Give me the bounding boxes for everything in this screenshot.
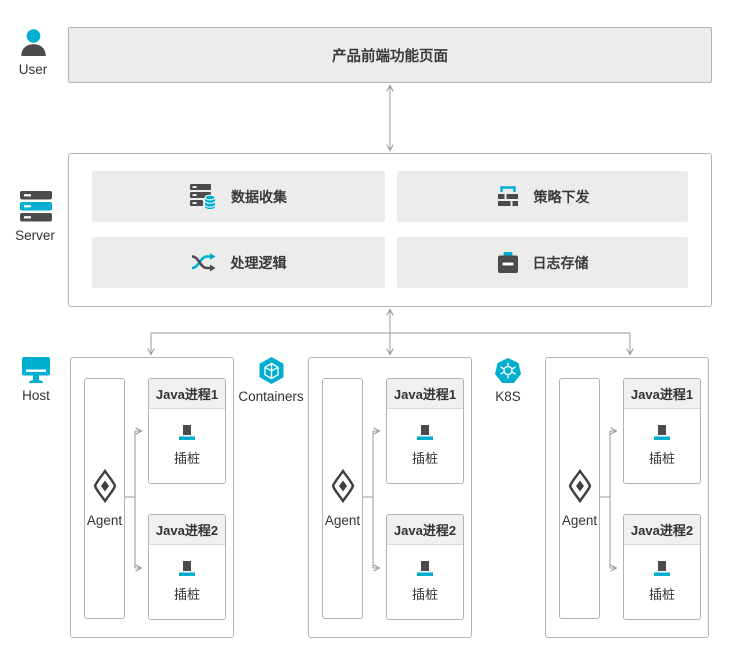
agent-diamond-icon	[330, 469, 356, 503]
module-log-storage: 日志存储	[397, 237, 688, 288]
module-label: 日志存储	[532, 254, 589, 271]
java-process-title: Java进程1	[387, 379, 463, 409]
java-process-title: Java进程2	[387, 515, 463, 545]
frontend-page-box: 产品前端功能页面	[68, 27, 712, 83]
instrumentation-plug-icon	[652, 561, 672, 577]
java-process-2-card: Java进程2 插桩	[386, 514, 464, 620]
java-process-title: Java进程2	[149, 515, 225, 545]
process-logic-icon	[191, 252, 217, 273]
agent-label: Agent	[324, 513, 361, 528]
instrumentation-label: 插桩	[648, 451, 675, 466]
instrumentation-plug-icon	[177, 561, 197, 577]
instrumentation-plug-icon	[652, 425, 672, 441]
server-icon	[20, 191, 52, 222]
java-process-2-card: Java进程2 插桩	[623, 514, 701, 620]
instrumentation-label: 插桩	[173, 451, 200, 466]
host-label: Host	[22, 388, 50, 403]
instrumentation-plug-icon	[415, 561, 435, 577]
containers-label: Containers	[238, 389, 304, 404]
data-collection-icon	[190, 183, 217, 210]
java-process-1-card: Java进程1 插桩	[623, 378, 701, 484]
policy-dispatch-icon	[496, 185, 520, 208]
k8s-label: K8S	[495, 389, 521, 404]
agent-process-connectors	[363, 427, 381, 572]
host-icon	[22, 357, 50, 384]
module-label: 策略下发	[533, 188, 590, 205]
k8s-icon	[494, 357, 522, 385]
module-data-collection: 数据收集	[92, 171, 385, 222]
java-process-1-card: Java进程1 插桩	[148, 378, 226, 484]
host-group-3: Agent Java进程1 插桩 Java进程2	[545, 357, 709, 638]
java-process-title: Java进程2	[624, 515, 700, 545]
agent-label: Agent	[561, 513, 598, 528]
agent-box: Agent	[559, 378, 600, 619]
agent-box: Agent	[322, 378, 363, 619]
module-policy-dispatch: 策略下发	[397, 171, 688, 222]
instrumentation-plug-icon	[177, 425, 197, 441]
agent-process-connectors	[125, 427, 143, 572]
instrumentation-label: 插桩	[648, 587, 675, 602]
instrumentation-label: 插桩	[173, 587, 200, 602]
agent-diamond-icon	[567, 469, 593, 503]
java-process-title: Java进程1	[149, 379, 225, 409]
java-process-title: Java进程1	[624, 379, 700, 409]
agent-box: Agent	[84, 378, 125, 619]
server-label: Server	[15, 228, 55, 243]
java-process-1-card: Java进程1 插桩	[386, 378, 464, 484]
containers-icon	[257, 356, 286, 385]
host-group-2: Agent Java进程1 插桩 Java进程2	[308, 357, 472, 638]
frontend-page-title: 产品前端功能页面	[332, 48, 448, 65]
module-label: 处理逻辑	[230, 254, 287, 271]
agent-label: Agent	[86, 513, 123, 528]
agent-process-connectors	[600, 427, 618, 572]
agent-diamond-icon	[92, 469, 118, 503]
module-label: 数据收集	[231, 188, 287, 205]
instrumentation-label: 插桩	[411, 587, 438, 602]
user-icon	[19, 29, 48, 56]
user-label: User	[18, 62, 48, 77]
module-process-logic: 处理逻辑	[92, 237, 385, 288]
instrumentation-plug-icon	[415, 425, 435, 441]
instrumentation-label: 插桩	[411, 451, 438, 466]
log-storage-icon	[497, 251, 519, 274]
host-group-1: Agent Java进程1 插桩 Java进程2	[70, 357, 234, 638]
java-process-2-card: Java进程2 插桩	[148, 514, 226, 620]
